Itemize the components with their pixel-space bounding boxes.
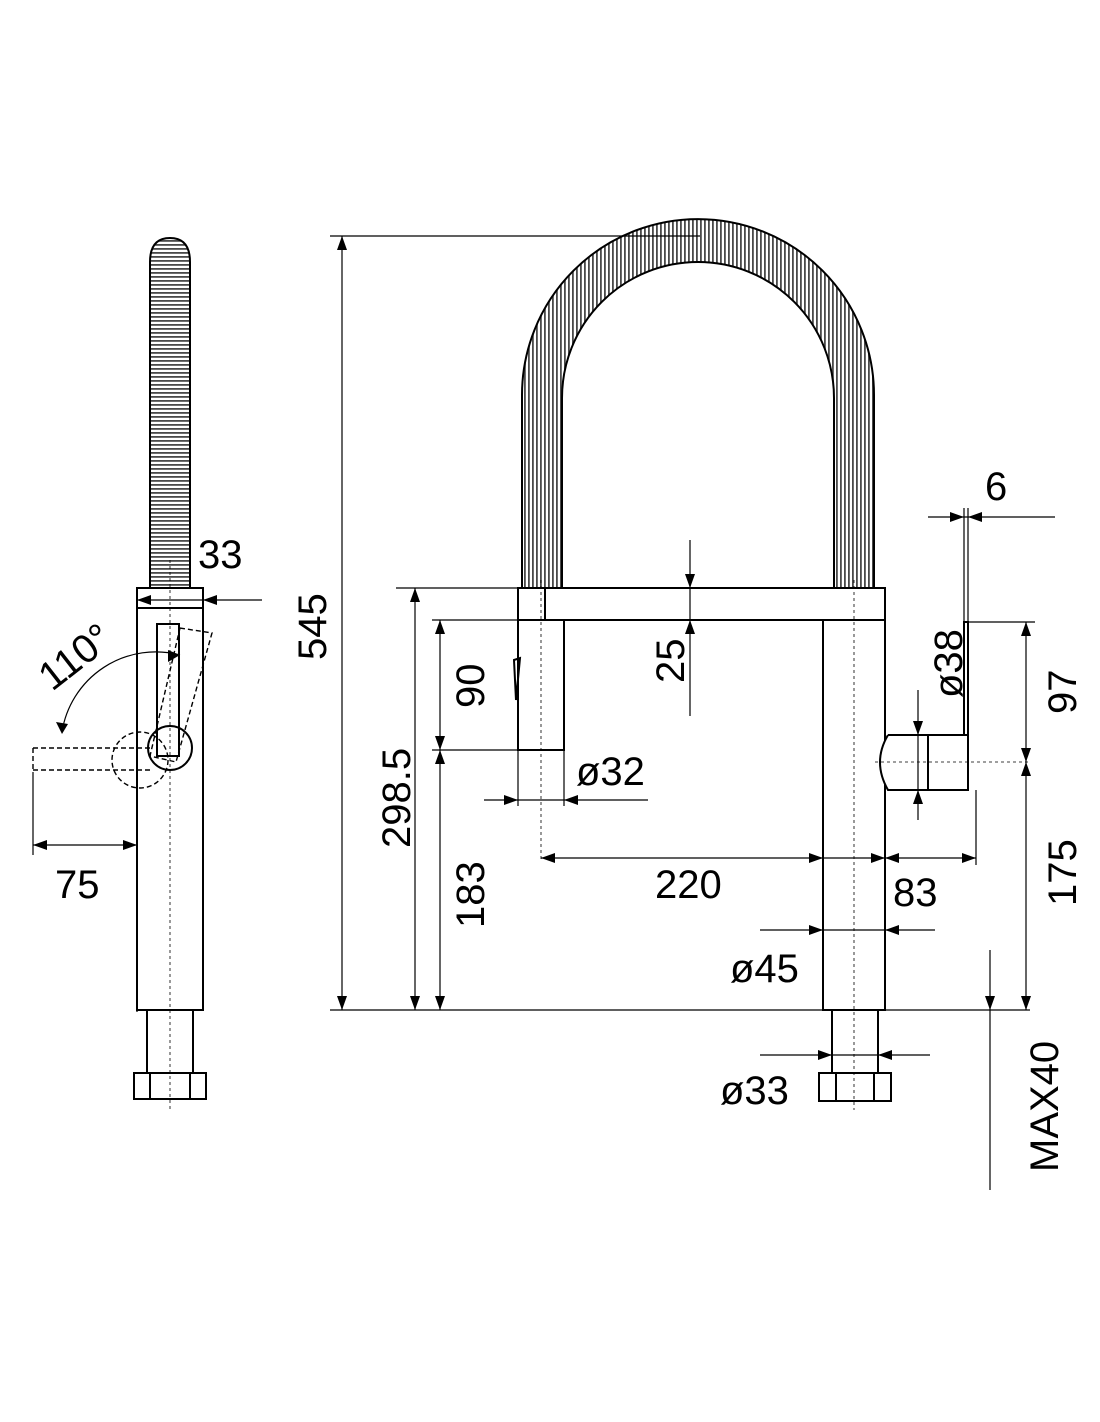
- front-holder-height-label: 97: [1041, 670, 1085, 715]
- front-holder-bar: [544, 587, 886, 621]
- side-lever-reach-label: 75: [55, 863, 100, 907]
- front-bar-thickness-label: 25: [649, 639, 693, 684]
- side-lever-open-ghost: [149, 627, 213, 763]
- front-view: [330, 218, 1055, 1190]
- front-lever-height-label: 183: [449, 861, 493, 928]
- side-body-width-label: 33: [198, 533, 243, 577]
- front-lever-diameter-label: ø38: [927, 629, 971, 698]
- front-spout-reach-label: 220: [655, 863, 722, 907]
- side-angle-arc: [61, 651, 181, 733]
- front-max-counter-label: MAX40: [1023, 1041, 1067, 1172]
- front-nut: [818, 1072, 892, 1102]
- front-lever-thickness-label: 6: [985, 465, 1007, 509]
- front-spout-height-label: 298.5: [375, 748, 419, 848]
- front-spray-diameter-label: ø32: [576, 750, 645, 794]
- side-angle-label: 110°: [30, 615, 120, 699]
- side-hose: [149, 236, 191, 589]
- front-body-offset-label: 83: [893, 871, 938, 915]
- front-holder-base-height-label: 175: [1041, 839, 1085, 906]
- side-lever-horizontal-ghost: [32, 747, 150, 771]
- front-shank-diameter-label: ø33: [720, 1069, 789, 1113]
- front-total-height-label: 545: [291, 593, 335, 660]
- front-body-diameter-label: ø45: [730, 947, 799, 991]
- side-lever-pivot-ghost: [111, 731, 169, 789]
- front-hose: [521, 218, 875, 589]
- front-shank: [831, 1009, 879, 1074]
- side-view: [32, 236, 262, 1110]
- front-spray-length-label: 90: [449, 664, 493, 709]
